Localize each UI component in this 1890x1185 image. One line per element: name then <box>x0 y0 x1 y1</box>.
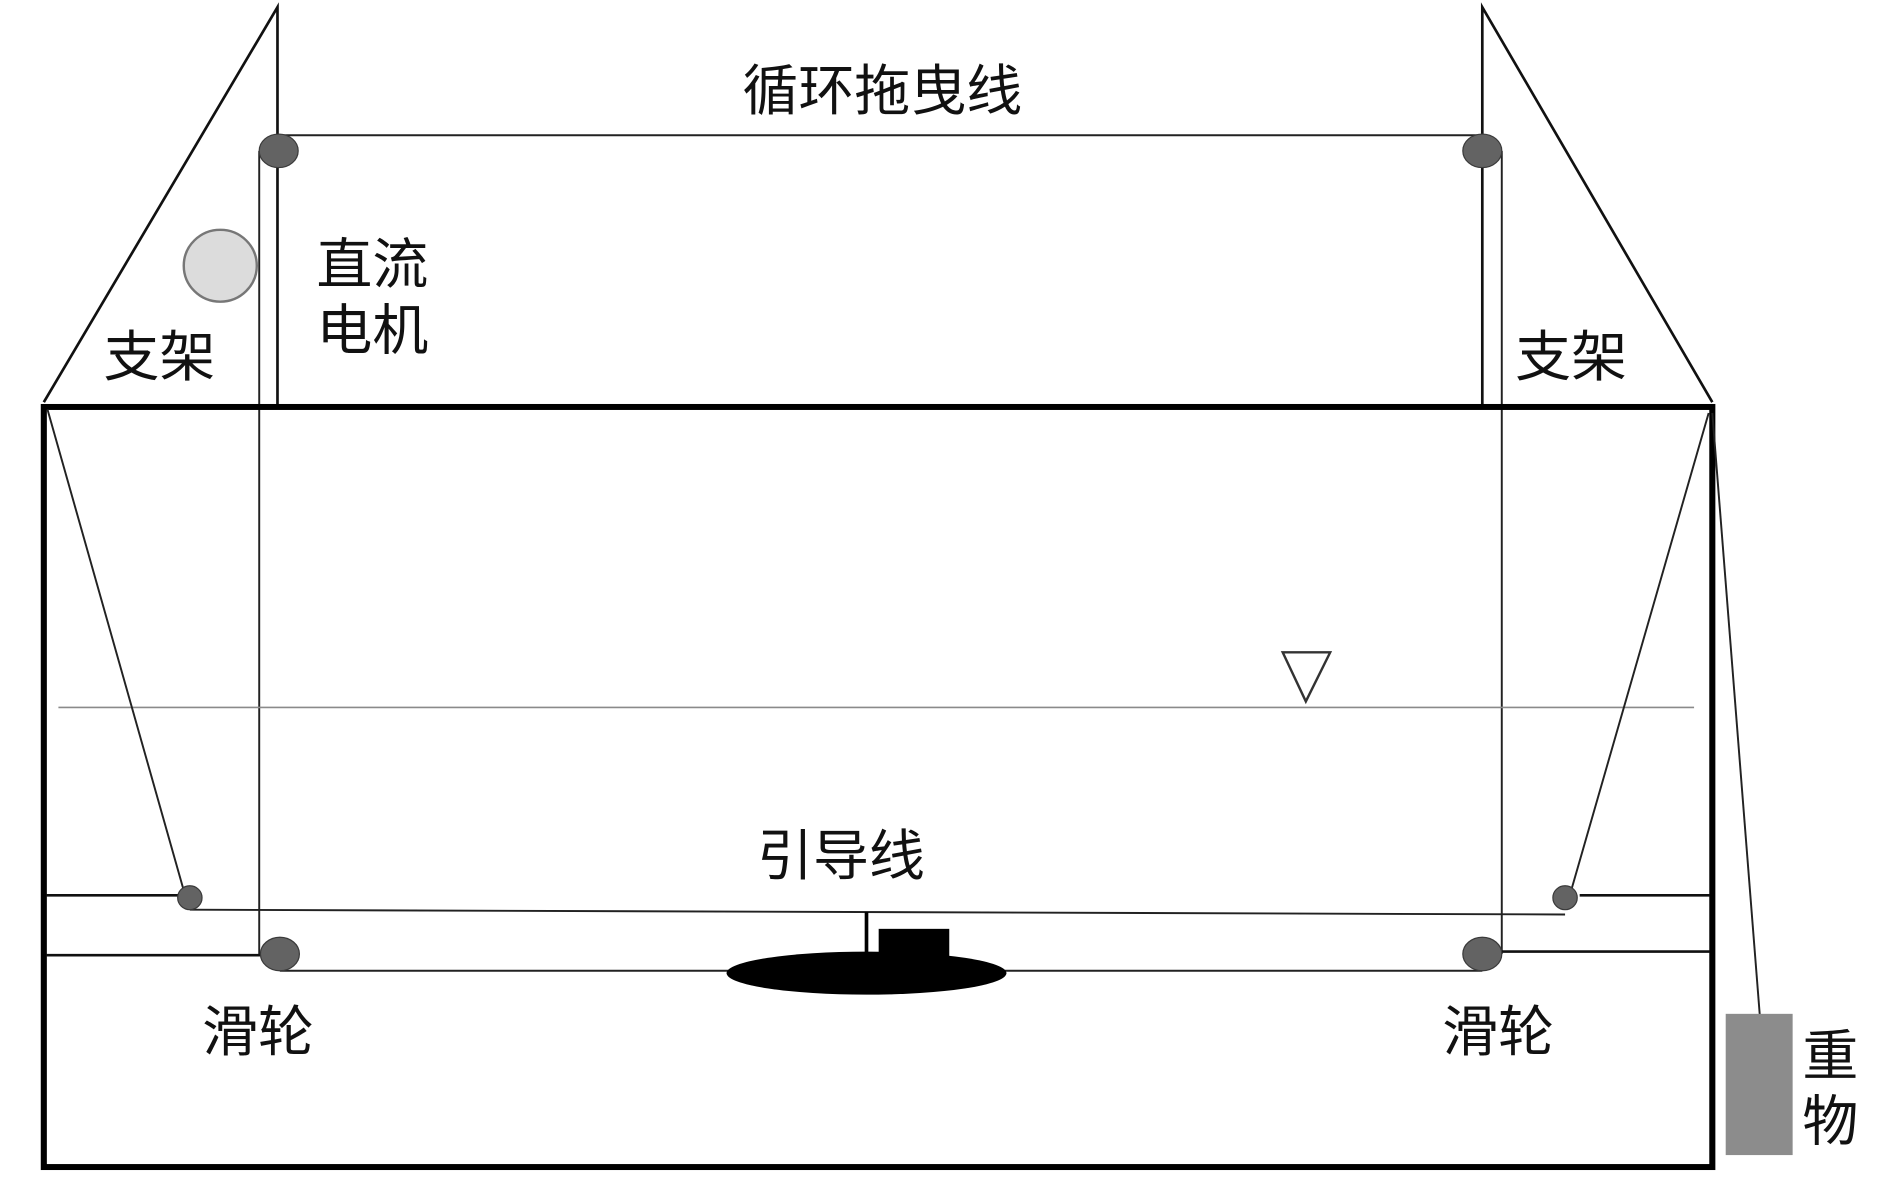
weight-block <box>1725 1013 1793 1156</box>
label-weight-char1: 重 <box>1802 1024 1858 1088</box>
submarine-model <box>726 912 1007 995</box>
guide-left-pulley <box>177 885 203 911</box>
left-support-frame <box>42 2 279 405</box>
label-weight-char2: 物 <box>1802 1090 1858 1154</box>
guide-right-pulley <box>1552 885 1578 911</box>
label-guide-line: 引导线 <box>757 824 925 888</box>
bottom-left-pulley <box>259 936 300 972</box>
label-dc-motor-line1: 直流 <box>316 233 428 297</box>
label-support-right: 支架 <box>1515 325 1627 389</box>
label-dc-motor-line2: 电机 <box>316 299 428 363</box>
bottom-right-pulley <box>1462 936 1503 972</box>
dc-motor <box>182 228 259 303</box>
label-pulley-left: 滑轮 <box>202 1000 314 1064</box>
guide-line-right-slant <box>1570 412 1710 891</box>
label-support-left: 支架 <box>103 325 215 389</box>
top-left-pulley <box>258 133 299 169</box>
top-right-pulley <box>1462 133 1503 169</box>
label-pulley-right: 滑轮 <box>1442 1000 1554 1064</box>
model-hull <box>726 951 1007 995</box>
tank-outline <box>40 403 1716 1171</box>
guide-line <box>189 908 1566 916</box>
weight-cable <box>1711 412 1761 1016</box>
guide-line-left-slant <box>46 409 185 891</box>
label-towing-line: 循环拖曳线 <box>742 60 1022 124</box>
water-level-symbol <box>1280 651 1333 705</box>
right-support-frame <box>1480 2 1714 405</box>
